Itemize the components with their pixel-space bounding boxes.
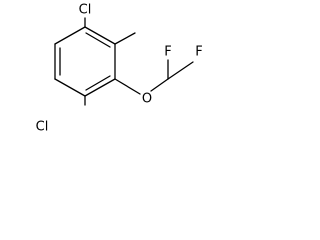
atom-label-cl-left: Cl — [36, 120, 49, 135]
atom-label-oxygen: O — [142, 92, 152, 107]
bond-ring-bottom-right — [84, 78, 116, 97]
atom-label-cl-top: Cl — [79, 3, 92, 18]
bond-to-methyl — [114, 32, 136, 45]
bond-ring-top-left — [54, 26, 86, 45]
bond-cf2-to-f-right — [167, 61, 194, 80]
benzene-ring — [54, 26, 116, 97]
atom-label-fluorine-left: F — [164, 45, 171, 60]
bond-ring-bottom-left — [54, 78, 86, 97]
double-bond-inner-top-right — [85, 32, 111, 48]
chemical-structure-diagram: Cl Cl O F F — [36, 3, 203, 135]
bond-o-to-cf2 — [150, 78, 169, 92]
double-bond-inner-bottom-right — [85, 75, 111, 91]
bond-to-oxygen — [114, 78, 141, 95]
bond-ring-top-right — [84, 26, 116, 45]
atom-label-fluorine-right: F — [195, 45, 202, 60]
